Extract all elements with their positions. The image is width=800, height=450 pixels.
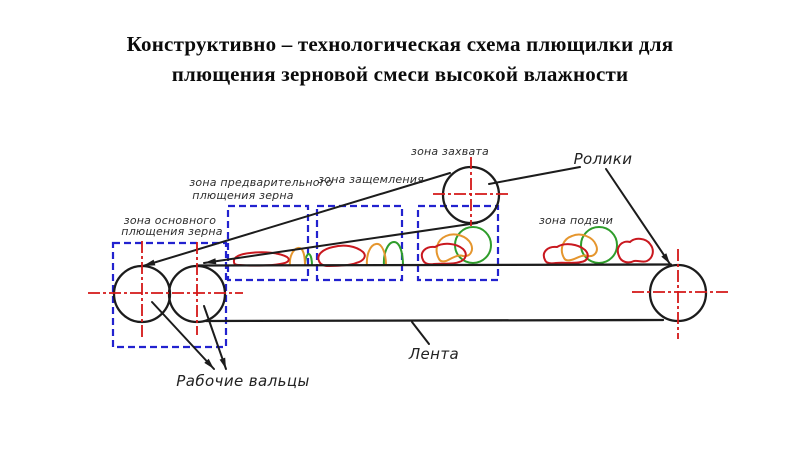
rollers-leader-left bbox=[488, 166, 581, 185]
arrow-working-rolls-right bbox=[219, 357, 226, 369]
working-rolls-leader-left bbox=[151, 301, 215, 370]
grain-red-feed-right bbox=[616, 237, 654, 264]
label-rollers: Ролики bbox=[574, 150, 633, 168]
arrow-working-rolls-left bbox=[204, 358, 214, 369]
rollers-leader-right bbox=[605, 168, 671, 265]
zone-box-capture bbox=[416, 204, 500, 282]
grain-orange-sliver bbox=[288, 246, 306, 267]
belt-top-line bbox=[195, 263, 673, 267]
label-zone-main-line2: плющения зерна bbox=[121, 225, 222, 238]
diagram-labels: зона захвата Ролики зона защемления зона… bbox=[121, 145, 632, 390]
working-rolls-leader-right bbox=[203, 305, 227, 370]
label-zone-capture: зона захвата bbox=[411, 145, 489, 158]
wedge-line-upper bbox=[142, 172, 451, 267]
grain-green-round-capture bbox=[454, 226, 492, 264]
arrowheads bbox=[143, 253, 670, 369]
arrow-wedge-lower bbox=[204, 258, 217, 265]
arrow-wedge-upper bbox=[143, 259, 156, 266]
label-working-rolls: Рабочие вальцы bbox=[176, 372, 309, 390]
grain-green-round-feed bbox=[580, 226, 618, 264]
label-zone-preliminary-line1: зона предварительного bbox=[189, 176, 332, 189]
label-zone-main-line1: зона основного bbox=[124, 214, 216, 227]
label-zone-preliminary-line2: плющения зерна bbox=[192, 189, 293, 202]
label-belt: Лента bbox=[408, 345, 459, 363]
centerlines bbox=[88, 157, 728, 339]
belt-bottom-line bbox=[204, 318, 665, 323]
belt-leader bbox=[411, 321, 430, 345]
zone-box-preliminary-flattening bbox=[226, 204, 310, 282]
slide-title: Конструктивно – технологическая схема пл… bbox=[0, 29, 800, 89]
label-zone-feed: зона подачи bbox=[539, 214, 613, 227]
wedge-line-lower bbox=[203, 222, 478, 264]
label-zone-pinching: зона защемления bbox=[318, 173, 424, 186]
grains-orange bbox=[288, 233, 598, 267]
zone-box-pinching bbox=[315, 204, 404, 282]
grain-orange-feed bbox=[560, 233, 598, 262]
grain-red-pinching bbox=[317, 244, 366, 268]
title-line-1: Конструктивно – технологическая схема пл… bbox=[126, 32, 674, 56]
grain-orange-capture bbox=[435, 233, 473, 263]
title-line-2: плющения зерновой смеси высокой влажност… bbox=[171, 62, 629, 86]
grain-orange-dome bbox=[365, 242, 387, 267]
arrow-rollers-leader bbox=[661, 253, 670, 264]
grain-red-feed-left bbox=[542, 243, 589, 265]
